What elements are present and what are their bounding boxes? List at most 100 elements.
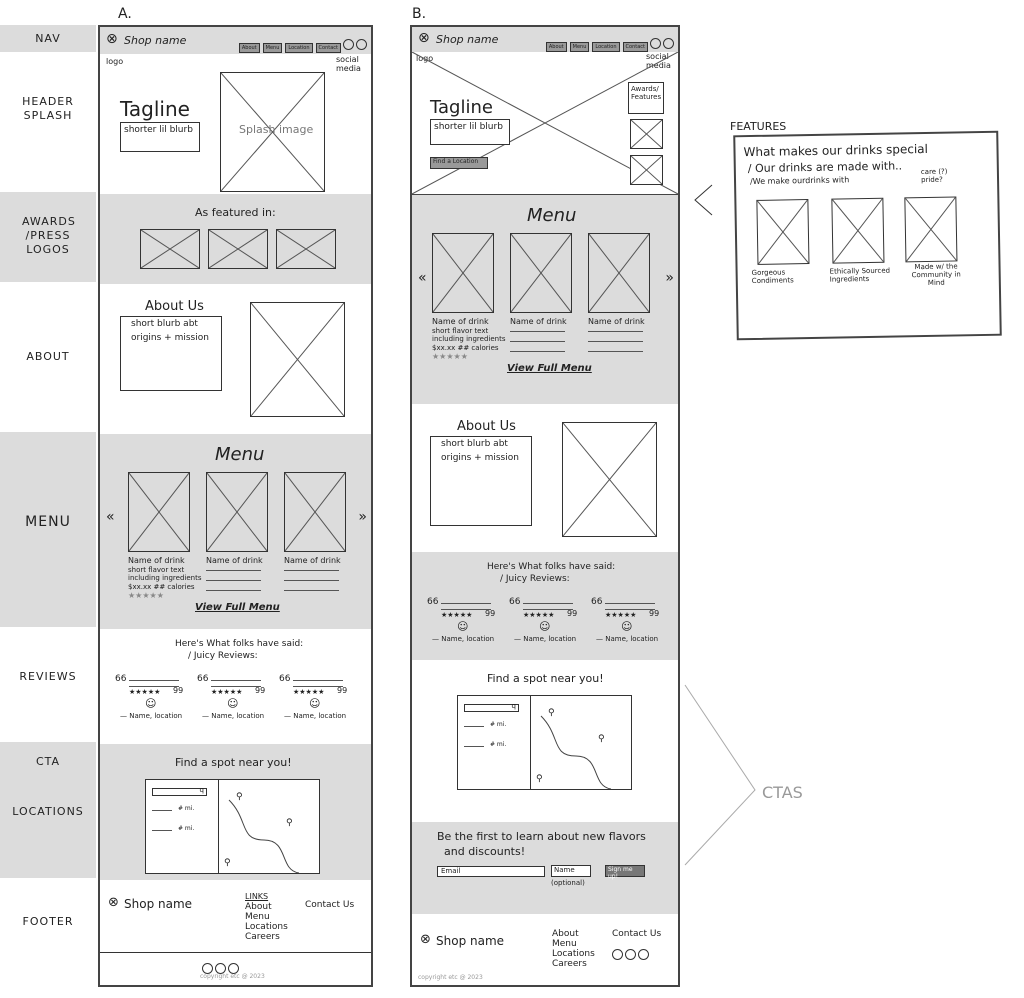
social-icon[interactable] bbox=[612, 949, 623, 960]
social-icon[interactable] bbox=[356, 39, 367, 50]
features-heading: FEATURES bbox=[730, 120, 787, 133]
nav-link[interactable]: About bbox=[545, 42, 567, 52]
carousel-next-icon[interactable]: » bbox=[665, 270, 674, 286]
drink-name: Name of drink bbox=[588, 317, 645, 326]
carousel-prev-icon[interactable]: « bbox=[418, 270, 427, 286]
name-input[interactable]: Name bbox=[551, 865, 591, 877]
footer-logo-icon[interactable]: ⊗ bbox=[108, 895, 119, 910]
shop-name[interactable]: Shop name bbox=[124, 34, 187, 47]
map-area[interactable] bbox=[531, 696, 631, 789]
footer-link[interactable]: About bbox=[552, 929, 579, 939]
press-logo bbox=[140, 229, 200, 269]
drink-image bbox=[588, 233, 650, 313]
map-pin-icon[interactable]: ⚲ bbox=[224, 858, 231, 868]
map-pin-icon[interactable]: ⚲ bbox=[598, 734, 605, 744]
footer-shop-name: Shop name bbox=[436, 934, 505, 948]
location-distance: # mi. bbox=[490, 741, 507, 748]
text-line bbox=[588, 341, 643, 342]
carousel-next-icon[interactable]: » bbox=[358, 509, 367, 525]
features-subtitle: / Our drinks are made with.. bbox=[747, 159, 903, 176]
social-icon[interactable] bbox=[625, 949, 636, 960]
shop-name[interactable]: Shop name bbox=[436, 33, 499, 46]
search-icon: q bbox=[199, 786, 204, 794]
map-area[interactable] bbox=[219, 780, 319, 873]
signup-title: Be the first to learn about new flavors bbox=[437, 830, 646, 843]
open-quote-icon: 66 bbox=[509, 597, 521, 607]
press-logo bbox=[276, 229, 336, 269]
footer-link[interactable]: Careers bbox=[245, 932, 280, 942]
footer-link[interactable]: Locations bbox=[245, 922, 288, 932]
text-line bbox=[588, 331, 643, 332]
label-footer: FOOTER bbox=[22, 915, 74, 928]
footer-logo-icon[interactable]: ⊗ bbox=[420, 932, 431, 947]
footer-contact: Contact Us bbox=[305, 900, 355, 910]
carousel-prev-icon[interactable]: « bbox=[106, 509, 115, 525]
footer-link[interactable]: About bbox=[245, 902, 272, 912]
footer-link[interactable]: Menu bbox=[552, 939, 577, 949]
label-reviews: REVIEWS bbox=[19, 670, 77, 683]
label-about: ABOUT bbox=[26, 350, 70, 363]
feature-caption: Made w/ the Community in Mind bbox=[911, 262, 961, 287]
email-input[interactable]: Email bbox=[437, 866, 545, 877]
nav-link[interactable]: Location bbox=[592, 42, 620, 52]
nav-link[interactable]: Location bbox=[285, 43, 313, 53]
social-icon[interactable] bbox=[650, 38, 661, 49]
drink-rating: ★★★★★ bbox=[432, 352, 468, 361]
nav-link[interactable]: Menu bbox=[569, 42, 590, 52]
map-pin-icon[interactable]: ⚲ bbox=[548, 708, 555, 718]
find-location-button[interactable]: Find a Location bbox=[430, 157, 488, 169]
footer-link[interactable]: Careers bbox=[552, 959, 587, 969]
nav-link[interactable]: Contact bbox=[315, 43, 341, 53]
review-stars: ★★★★★ bbox=[523, 611, 555, 619]
drink-flavor: short flavor text bbox=[432, 327, 489, 335]
text-line bbox=[588, 351, 643, 352]
review-attribution: — Name, location bbox=[284, 712, 347, 720]
location-search-input[interactable]: q bbox=[464, 702, 519, 712]
features-pointer-bracket bbox=[694, 184, 713, 216]
logo-icon[interactable]: ⊗ bbox=[106, 31, 118, 47]
about-image bbox=[562, 422, 657, 537]
footer-link[interactable]: Menu bbox=[245, 912, 270, 922]
logo-icon[interactable]: ⊗ bbox=[418, 30, 430, 46]
map-pin-icon[interactable]: ⚲ bbox=[536, 774, 543, 784]
text-line bbox=[510, 351, 565, 352]
review-stars: ★★★★★ bbox=[605, 611, 637, 619]
blurb-box: shorter lil blurb bbox=[430, 119, 510, 145]
review-stars: ★★★★★ bbox=[293, 688, 325, 696]
social-icon[interactable] bbox=[638, 949, 649, 960]
social-note: social media bbox=[646, 52, 671, 70]
drink-name: Name of drink bbox=[432, 317, 489, 326]
nav-link[interactable]: Contact bbox=[622, 42, 648, 52]
locations-section: Find a spot near you! q # mi.# mi. ⚲ ⚲ ⚲ bbox=[412, 660, 678, 822]
map-pin-icon[interactable]: ⚲ bbox=[236, 792, 243, 802]
map-pin-icon[interactable]: ⚲ bbox=[286, 818, 293, 828]
view-full-menu-link[interactable]: View Full Menu bbox=[195, 602, 280, 613]
review-stars: ★★★★★ bbox=[441, 611, 473, 619]
footer-social-icons bbox=[200, 958, 239, 977]
social-icon[interactable] bbox=[663, 38, 674, 49]
features-subtitle-2: /We make ourdrinks with bbox=[749, 175, 850, 187]
location-search-input[interactable]: q bbox=[152, 786, 207, 796]
social-icon[interactable] bbox=[215, 963, 226, 974]
nav-link[interactable]: Menu bbox=[262, 43, 283, 53]
social-icon[interactable] bbox=[228, 963, 239, 974]
label-locations: LOCATIONS bbox=[12, 805, 84, 818]
drink-image bbox=[432, 233, 494, 313]
drink-flavor-2: including ingredients bbox=[432, 335, 506, 343]
footer-link[interactable]: Locations bbox=[552, 949, 595, 959]
review-attribution: — Name, location bbox=[596, 635, 659, 643]
locations-section: Find a spot near you! q # mi.# mi. ⚲ ⚲ ⚲ bbox=[100, 744, 371, 880]
awards-title: As featured in: bbox=[195, 206, 276, 219]
social-icon[interactable] bbox=[343, 39, 354, 50]
view-full-menu-link[interactable]: View Full Menu bbox=[507, 363, 592, 374]
nav-link[interactable]: About bbox=[238, 43, 260, 53]
social-icon[interactable] bbox=[202, 963, 213, 974]
close-quote-icon: 99 bbox=[649, 609, 660, 618]
avatar-smiley-icon: ☺ bbox=[539, 620, 551, 633]
column-b-title: B. bbox=[412, 6, 427, 22]
logo-note: logo bbox=[106, 57, 124, 66]
signup-button[interactable]: Sign me up! bbox=[605, 865, 645, 880]
